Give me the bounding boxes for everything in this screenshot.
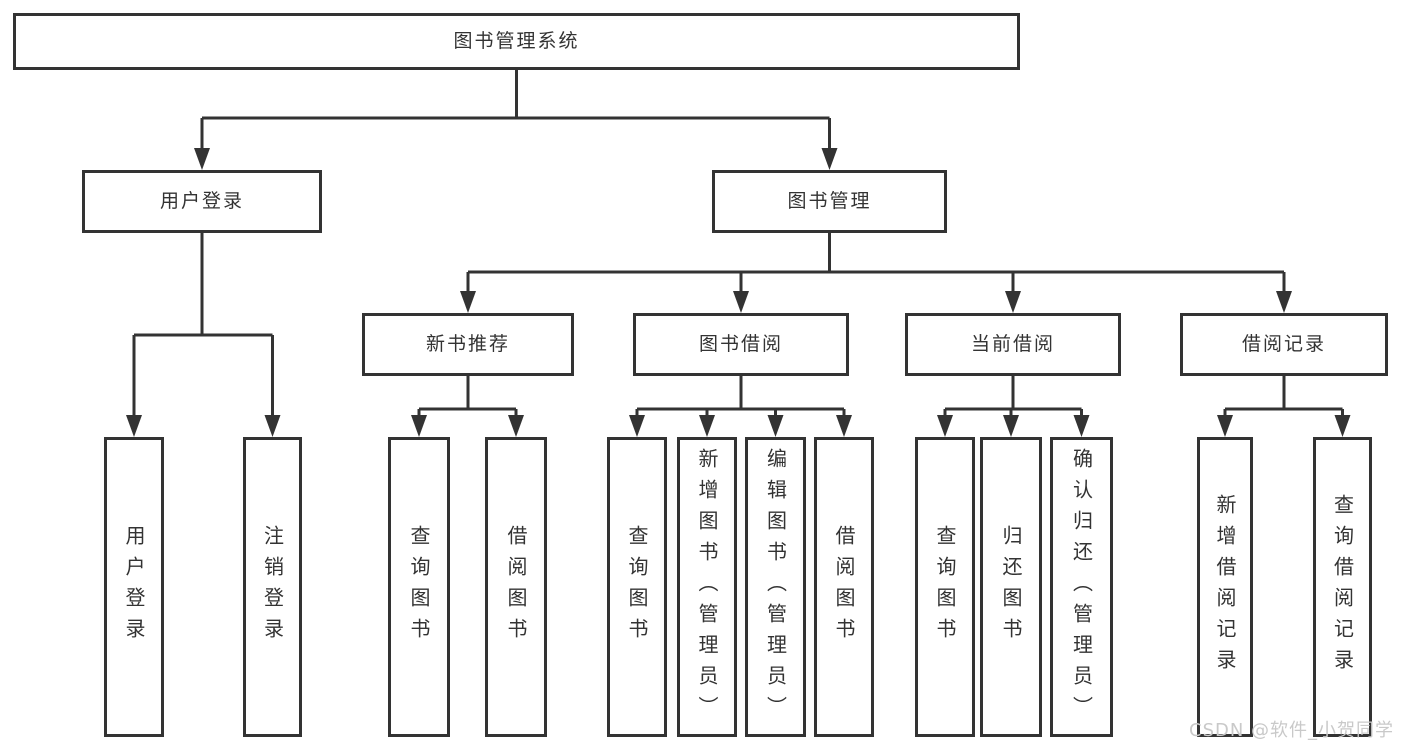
connector-book-management-children xyxy=(460,233,1292,313)
arrow-down-icon xyxy=(1217,415,1233,437)
leaf-query-books-3: 查询图书 xyxy=(915,437,975,737)
arrow-down-icon xyxy=(264,415,281,437)
arrow-down-icon xyxy=(460,291,476,313)
arrow-down-icon xyxy=(699,415,715,437)
leaf-label: 注销登录 xyxy=(260,525,285,649)
leaf-label: 查询图书 xyxy=(407,525,431,649)
leaf-label: 新增借阅记录 xyxy=(1213,494,1237,680)
leaf-label: 查询图书 xyxy=(933,525,957,649)
connector-user-login-children xyxy=(126,233,281,437)
leaf-label: 借阅图书 xyxy=(832,525,856,649)
leaf-user-login: 用户登录 xyxy=(104,437,164,737)
leaf-query-books-2: 查询图书 xyxy=(607,437,667,737)
leaf-label: 查询借阅记录 xyxy=(1330,494,1355,680)
leaf-label: 确认归还（管理员） xyxy=(1069,447,1094,727)
arrow-down-icon xyxy=(1003,415,1019,437)
connector-book-borrow-children xyxy=(629,376,852,437)
arrow-down-icon xyxy=(508,415,524,437)
leaf-query-borrow-record: 查询借阅记录 xyxy=(1313,437,1372,737)
connector-current-borrow-children xyxy=(937,376,1090,437)
leaf-query-books-1: 查询图书 xyxy=(388,437,450,737)
leaf-add-books-admin: 新增图书（管理员） xyxy=(677,437,737,737)
leaf-label: 借阅图书 xyxy=(504,525,528,649)
leaf-label: 新增图书（管理员） xyxy=(695,447,719,727)
node-root: 图书管理系统 xyxy=(13,13,1020,70)
leaf-edit-books-admin: 编辑图书（管理员） xyxy=(745,437,806,737)
node-user-login: 用户登录 xyxy=(82,170,322,233)
arrow-down-icon xyxy=(767,415,784,437)
connector-new-book-recommend-children xyxy=(411,376,524,437)
leaf-logout: 注销登录 xyxy=(243,437,302,737)
arrow-down-icon xyxy=(733,291,749,313)
leaf-label: 编辑图书（管理员） xyxy=(763,447,788,727)
leaf-add-borrow-record: 新增借阅记录 xyxy=(1197,437,1253,737)
node-book-borrow: 图书借阅 xyxy=(633,313,849,376)
leaf-borrow-books-1: 借阅图书 xyxy=(485,437,547,737)
arrow-down-icon xyxy=(821,148,838,170)
node-borrow-records: 借阅记录 xyxy=(1180,313,1388,376)
leaf-label: 查询图书 xyxy=(625,525,649,649)
arrow-down-icon xyxy=(411,415,427,437)
arrow-down-icon xyxy=(836,415,852,437)
arrow-down-icon xyxy=(1334,415,1351,437)
arrow-down-icon xyxy=(1073,415,1090,437)
node-current-borrow: 当前借阅 xyxy=(905,313,1121,376)
node-book-management: 图书管理 xyxy=(712,170,947,233)
arrow-down-icon xyxy=(1276,291,1292,313)
arrow-down-icon xyxy=(1005,291,1021,313)
leaf-label: 用户登录 xyxy=(122,525,146,649)
leaf-return-books: 归还图书 xyxy=(980,437,1042,737)
node-new-book-recommend: 新书推荐 xyxy=(362,313,574,376)
arrow-down-icon xyxy=(937,415,953,437)
arrow-down-icon xyxy=(194,148,210,170)
leaf-borrow-books-2: 借阅图书 xyxy=(814,437,874,737)
arrow-down-icon xyxy=(126,415,142,437)
leaf-confirm-return-admin: 确认归还（管理员） xyxy=(1050,437,1113,737)
leaf-label: 归还图书 xyxy=(999,525,1023,649)
arrow-down-icon xyxy=(629,415,645,437)
connector-borrow-records-children xyxy=(1217,376,1351,437)
connector-root-to-level2 xyxy=(194,70,838,170)
watermark: CSDN @软件_小贺同学 xyxy=(1189,720,1395,741)
